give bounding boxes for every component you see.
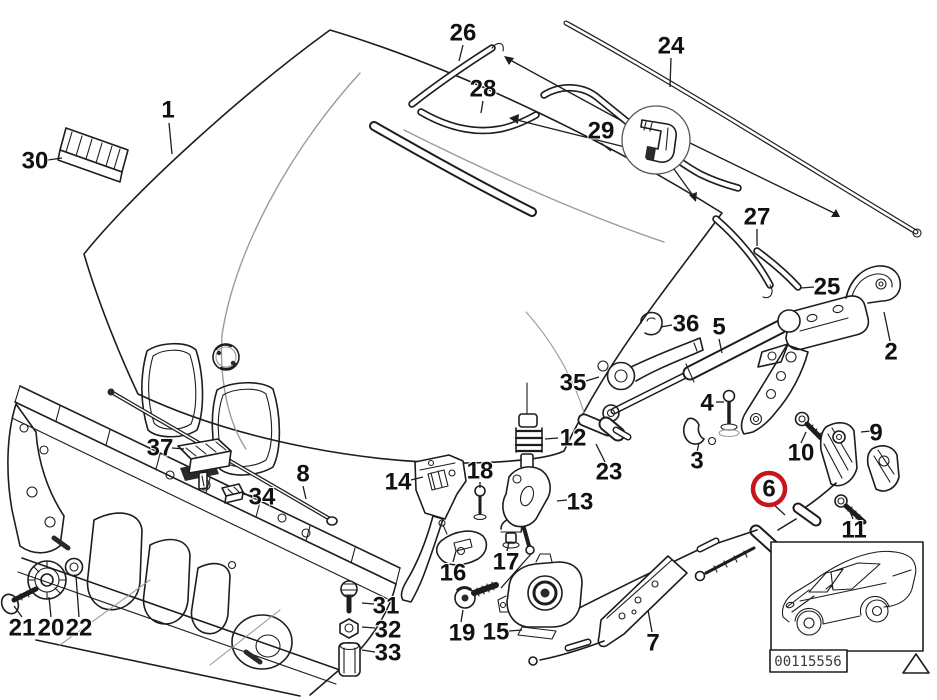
part-lever-35-drawing: [597, 337, 704, 391]
part-label-16: 16: [440, 560, 467, 587]
part-hood-drawing: [83, 29, 723, 476]
leader-lines: [13, 44, 891, 653]
part-label-34: 34: [249, 484, 276, 511]
part-label-35: 35: [560, 370, 587, 397]
part-label-3: 3: [690, 448, 703, 475]
part-label-21: 21: [9, 615, 36, 642]
part-screw-19-drawing: [454, 581, 499, 609]
image-code-box: 00115556: [769, 649, 848, 673]
part-catch-16-drawing: [435, 519, 488, 566]
part-label-14: 14: [385, 469, 412, 496]
part-label-26: 26: [450, 20, 477, 47]
part-plunger-12-drawing: [514, 382, 544, 469]
part-label-17: 17: [493, 549, 520, 576]
magnifier-detail: [504, 56, 840, 217]
part-label-31: 31: [373, 593, 400, 620]
part-label-12: 12: [560, 425, 587, 452]
part-label-36: 36: [673, 311, 700, 338]
part-label-24: 24: [658, 33, 685, 60]
part-clip-36-drawing: [640, 311, 663, 336]
part-label-18: 18: [467, 458, 494, 485]
part-clip-37-drawing: [177, 438, 232, 490]
part-label-28: 28: [470, 76, 497, 103]
part-clip-34-drawing: [221, 483, 244, 504]
part-latch-14-drawing: [400, 454, 467, 603]
part-plate-7-drawing: [528, 555, 688, 666]
part-label-1: 1: [161, 97, 174, 124]
part-label-11: 11: [841, 517, 866, 544]
part-label-20: 20: [38, 615, 65, 642]
part-plate-13-drawing: [500, 466, 551, 589]
part-label-15: 15: [483, 619, 510, 646]
part-label-7: 7: [646, 630, 659, 657]
part-label-8: 8: [296, 461, 309, 488]
part-label-27: 27: [744, 204, 771, 231]
part-label-23: 23: [596, 459, 623, 486]
part-screw-10-drawing: [794, 411, 825, 442]
part-label-19: 19: [449, 620, 476, 647]
part-label-4: 4: [700, 390, 714, 417]
part-label-9: 9: [869, 420, 882, 447]
part-bolt-4-drawing: [718, 389, 740, 438]
highlight-circle: [750, 470, 788, 508]
part-hinge-drawing: [740, 265, 902, 435]
part-fasteners-31-33-drawing: [338, 580, 361, 677]
part-buffer-bolt-nut-drawing: [0, 557, 84, 615]
part-strip-30-drawing: [57, 127, 129, 183]
part-label-22: 22: [66, 615, 93, 642]
part-pin-18-drawing: [473, 485, 487, 521]
part-label-25: 25: [814, 274, 841, 301]
part-label-13: 13: [567, 489, 594, 516]
part-gas-strut-drawing: [602, 309, 801, 422]
part-label-5: 5: [712, 314, 725, 341]
part-screw-11-drawing: [834, 494, 867, 525]
part-cable-6-drawing: [694, 482, 837, 582]
part-label-10: 10: [788, 440, 815, 467]
image-code: 00115556: [774, 654, 841, 670]
part-sensor-23-drawing: [577, 413, 632, 442]
part-label-30: 30: [22, 148, 49, 175]
part-lock-15-drawing: [497, 529, 758, 640]
part-bracket-9-drawing: [819, 422, 900, 492]
warning-triangle-icon: [902, 653, 930, 674]
car-thumbnail: [770, 541, 924, 652]
part-label-37: 37: [147, 435, 174, 462]
part-label-6: 6: [762, 476, 775, 503]
part-label-32: 32: [375, 617, 402, 644]
part-label-33: 33: [375, 640, 402, 667]
part-label-29: 29: [588, 118, 615, 145]
part-clip-3-drawing: [682, 417, 717, 446]
part-label-2: 2: [884, 339, 897, 366]
